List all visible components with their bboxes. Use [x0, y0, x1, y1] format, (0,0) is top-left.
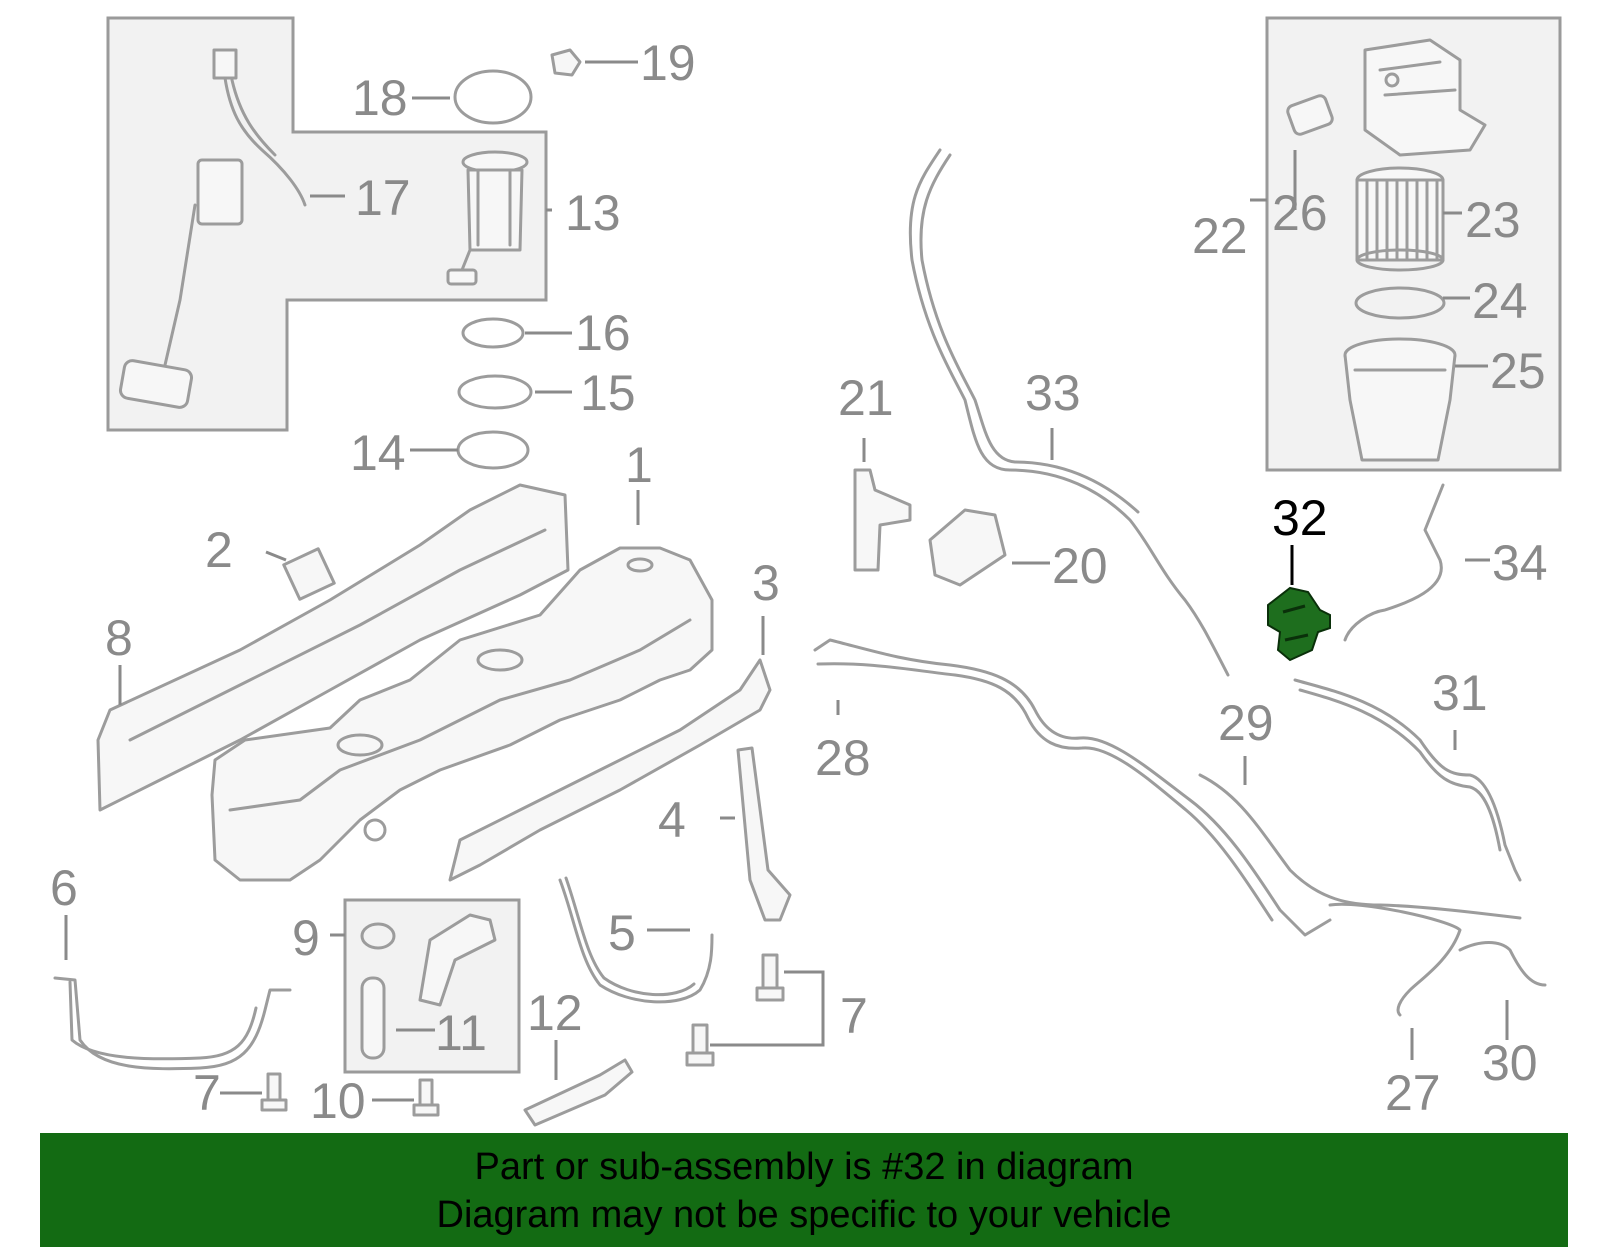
fuel-pump-assembly	[446, 150, 529, 286]
tank-strap-6	[53, 976, 292, 1071]
callout-labels: 19 18 17 13 16 15 14 1 2 8 3 4 5 6 9 11 …	[50, 35, 1548, 1129]
callout-23: 23	[1465, 192, 1521, 248]
fuel-filter-box	[1265, 16, 1562, 472]
callout-14: 14	[350, 425, 406, 481]
info-banner: Part or sub-assembly is #32 in diagram D…	[40, 1133, 1568, 1247]
callout-3: 3	[752, 555, 780, 611]
callout-16: 16	[575, 305, 631, 361]
tank-strap-5	[558, 878, 714, 1004]
callout-6: 6	[50, 860, 78, 916]
callout-31: 31	[1432, 665, 1488, 721]
fuel-line-33	[908, 148, 1230, 677]
callout-9: 9	[292, 910, 320, 966]
callout-33: 33	[1025, 365, 1081, 421]
heat-shield	[96, 483, 570, 812]
tank-strap-4	[736, 746, 792, 922]
callout-22: 22	[1192, 208, 1248, 264]
callout-11: 11	[435, 1005, 487, 1061]
callout-8: 8	[105, 610, 133, 666]
highlighted-part-32	[1267, 586, 1331, 662]
callout-27: 27	[1385, 1065, 1441, 1121]
callout-10: 10	[310, 1073, 366, 1129]
callout-20: 20	[1052, 538, 1108, 594]
skid-plate	[448, 658, 772, 882]
fuel-line-31	[1293, 678, 1522, 882]
bolts	[260, 953, 785, 1117]
filler-pipe-box	[343, 898, 521, 1074]
tank-strap-6-inner	[68, 980, 258, 1061]
banner-line-2: Diagram may not be specific to your vehi…	[436, 1194, 1172, 1236]
fuel-pump-module-box	[106, 16, 548, 432]
banner-line-1: Part or sub-assembly is #32 in diagram	[474, 1146, 1134, 1188]
callout-15: 15	[580, 365, 636, 421]
callout-19: 19	[640, 35, 696, 91]
fuel-rail-29	[1198, 773, 1522, 920]
callout-2: 2	[205, 522, 233, 578]
callout-7b: 7	[193, 1065, 221, 1121]
fuel-line-33b	[919, 153, 1140, 514]
fuel-line-31b	[1298, 688, 1502, 852]
water-sensor	[1286, 94, 1334, 136]
callout-1: 1	[625, 437, 653, 493]
callout-24: 24	[1472, 273, 1528, 329]
callout-34: 34	[1492, 535, 1548, 591]
callout-29: 29	[1218, 695, 1274, 751]
lock-rings	[453, 48, 582, 470]
callout-4: 4	[658, 792, 686, 848]
fuel-rail-28-29b	[816, 662, 1274, 922]
fuel-tank	[210, 546, 714, 882]
callout-13: 13	[565, 185, 621, 241]
fuel-line-34	[1343, 483, 1445, 642]
callout-25: 25	[1490, 343, 1546, 399]
heat-shield-12	[523, 1058, 634, 1127]
callout-17: 17	[355, 170, 411, 226]
filter-housing-cup	[1343, 337, 1457, 462]
filter-element	[1355, 166, 1445, 272]
callout-32: 32	[1272, 490, 1328, 546]
callout-28: 28	[815, 730, 871, 786]
vapor-canister-20	[928, 508, 1007, 587]
callout-12: 12	[527, 985, 583, 1041]
insulator-pad	[282, 547, 336, 601]
leader-lines	[64, 60, 1509, 1102]
fuel-level-sender	[118, 48, 307, 409]
tank-strap-5-inner	[564, 876, 696, 997]
fuel-rail-28-29	[813, 638, 1332, 937]
fuel-rail-27-30	[1328, 902, 1462, 1017]
bracket-21	[853, 468, 912, 572]
callout-5: 5	[608, 905, 636, 961]
fuel-rail-30	[1458, 941, 1547, 987]
filter-head	[1363, 38, 1487, 157]
callout-30: 30	[1482, 1035, 1538, 1091]
callout-21: 21	[838, 370, 894, 426]
callout-26: 26	[1272, 185, 1328, 241]
callout-7a: 7	[840, 988, 868, 1044]
filter-o-ring	[1354, 286, 1446, 320]
callout-18: 18	[352, 70, 408, 126]
